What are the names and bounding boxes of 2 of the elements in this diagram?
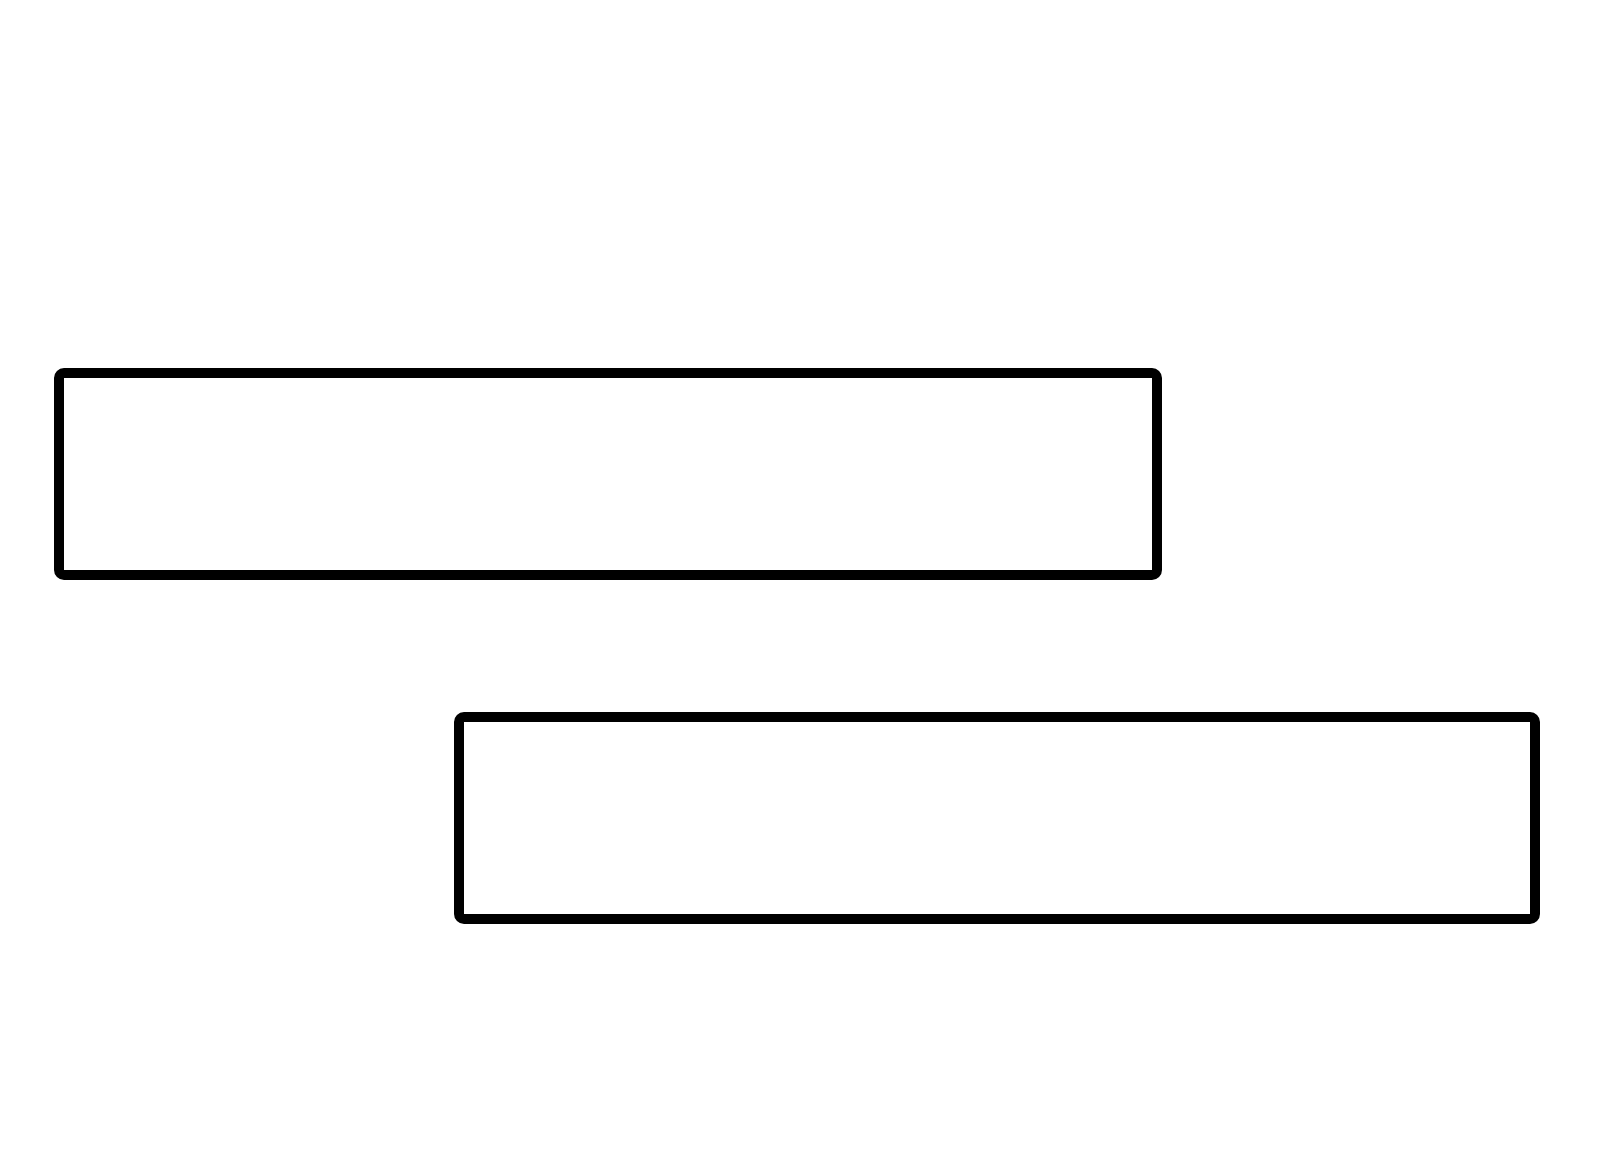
empty-box	[454, 712, 1540, 924]
empty-box	[54, 368, 1162, 580]
